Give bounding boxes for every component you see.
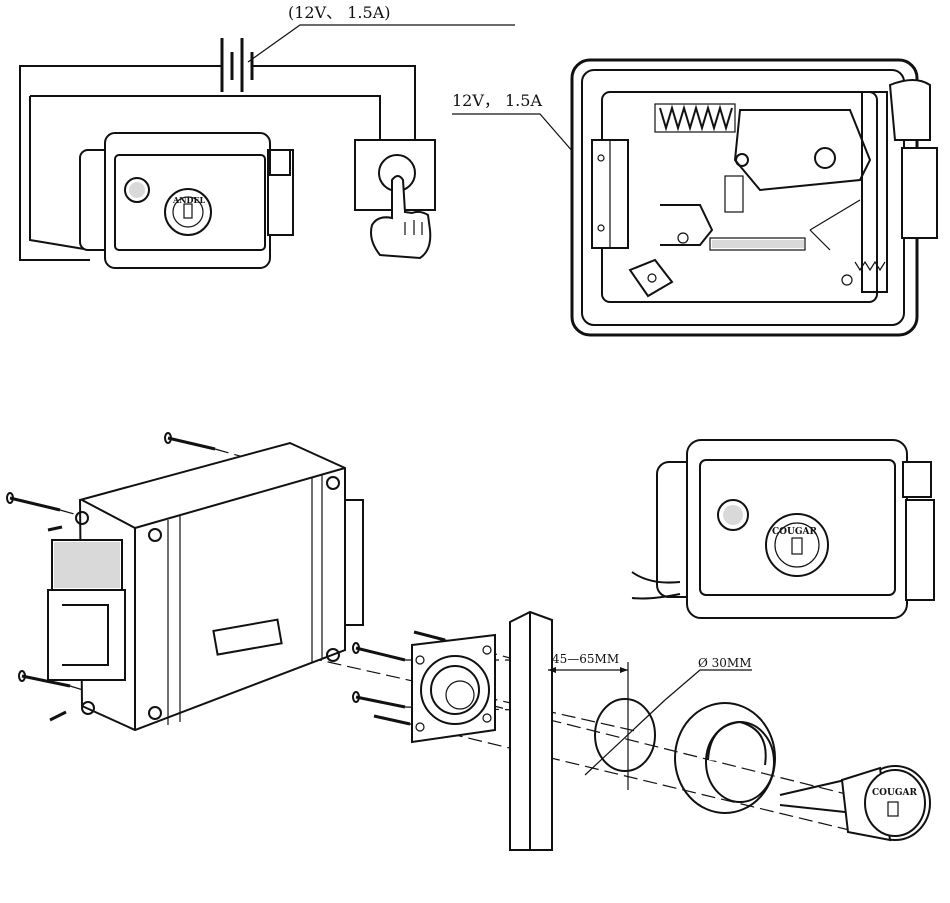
battery-label: (12V、 1.5A)	[288, 3, 391, 22]
push-button-switch	[354, 139, 436, 260]
battery-symbol	[220, 38, 254, 92]
wiring-diagram: (12V、 1.5A) ANDEL	[19, 3, 515, 269]
front-lock-brand-label: COUGAR	[772, 527, 818, 537]
voltage-label: 12V， 1.5A	[452, 91, 542, 110]
door-panel	[509, 610, 553, 851]
internal-mechanism-view: 12V， 1.5A	[452, 58, 938, 337]
lock-brand-label: ANDEL	[172, 195, 206, 205]
lock-front-view: COUGAR	[631, 439, 935, 619]
mounting-screws	[6, 432, 446, 726]
gap-dimension-label: 45—65MM	[552, 652, 619, 666]
diameter-label: Ø 30MM	[698, 656, 752, 670]
cylinder-collar	[674, 702, 776, 814]
drilled-hole: Ø 30MM	[584, 656, 752, 776]
cylinder-brand-label: COUGAR	[872, 788, 918, 798]
lock-wiring-view: ANDEL	[79, 132, 294, 269]
mounting-plate	[411, 633, 496, 744]
exploded-assembly-view: 45—65MM Ø 30MM COUGAR	[6, 432, 931, 851]
key-cylinder: COUGAR	[779, 765, 931, 842]
